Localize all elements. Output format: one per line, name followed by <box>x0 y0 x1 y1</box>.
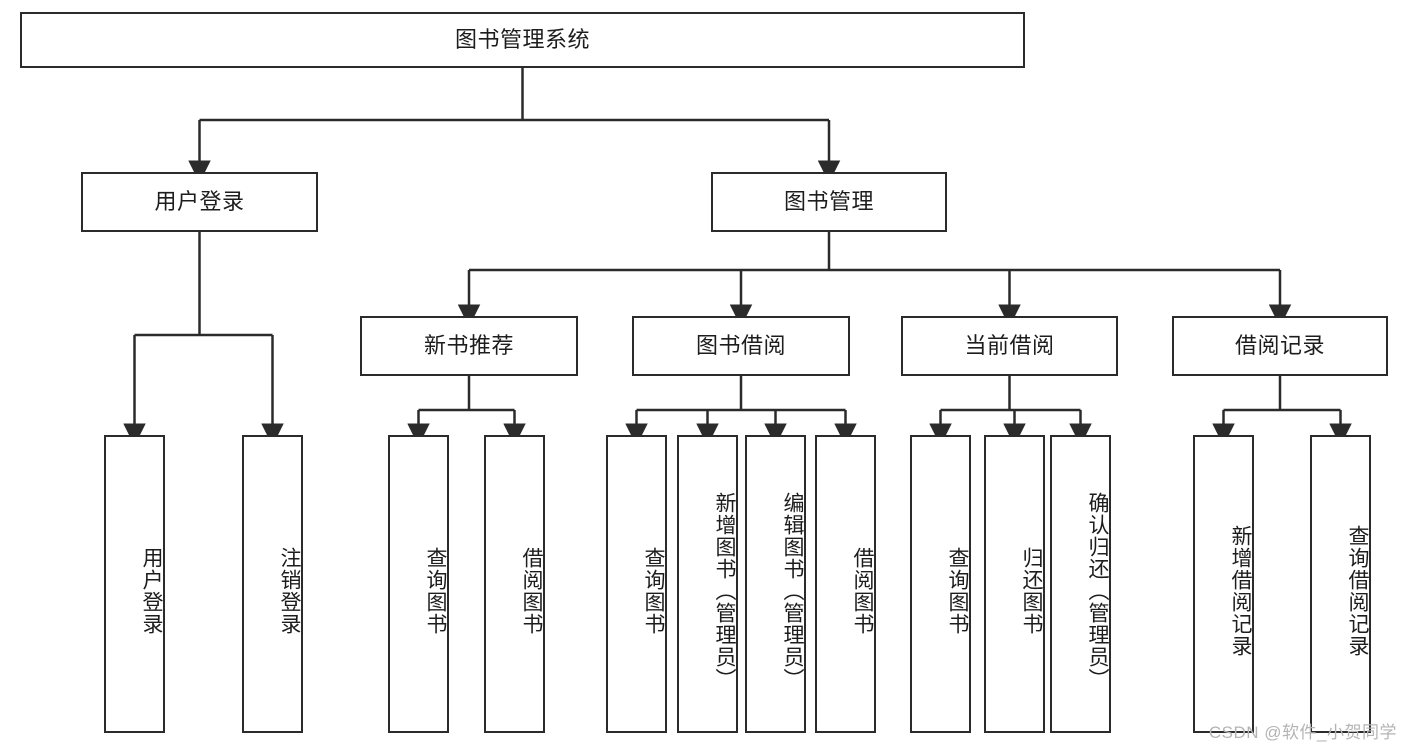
node-leaf-confirm-return[interactable]: 确认归还（管理员） <box>1050 435 1111 733</box>
node-leaf-return-book[interactable]: 归还图书 <box>984 435 1045 733</box>
node-label: 注销登录 <box>278 547 301 635</box>
node-book-manage[interactable]: 图书管理 <box>711 172 947 232</box>
node-label: 新增图书（管理员） <box>713 492 736 690</box>
node-borrow-record[interactable]: 借阅记录 <box>1172 316 1388 376</box>
node-leaf-add-record[interactable]: 新增借阅记录 <box>1193 435 1254 733</box>
node-leaf-add-book[interactable]: 新增图书（管理员） <box>677 435 738 733</box>
node-label: 图书借阅 <box>695 333 786 359</box>
node-label: 用户登录 <box>140 547 163 635</box>
node-label: 新书推荐 <box>423 333 514 359</box>
node-leaf-query-book-2[interactable]: 查询图书 <box>606 435 667 733</box>
node-label: 借阅记录 <box>1234 333 1325 359</box>
node-label: 借阅图书 <box>851 547 874 635</box>
node-label: 图书管理 <box>783 189 874 215</box>
node-user-login[interactable]: 用户登录 <box>81 172 318 232</box>
node-label: 确认归还（管理员） <box>1086 492 1109 690</box>
node-leaf-user-login[interactable]: 用户登录 <box>104 435 165 733</box>
node-label: 查询图书 <box>424 547 447 635</box>
node-label: 编辑图书（管理员） <box>781 492 804 690</box>
node-leaf-query-book-1[interactable]: 查询图书 <box>388 435 449 733</box>
node-leaf-borrow-book-1[interactable]: 借阅图书 <box>484 435 545 733</box>
node-label: 新增借阅记录 <box>1229 525 1252 657</box>
node-current-borrow[interactable]: 当前借阅 <box>901 316 1118 376</box>
node-root[interactable]: 图书管理系统 <box>20 12 1025 68</box>
node-label: 查询图书 <box>946 547 969 635</box>
node-label: 当前借阅 <box>964 333 1055 359</box>
node-leaf-borrow-book-2[interactable]: 借阅图书 <box>815 435 876 733</box>
node-label: 图书管理系统 <box>454 27 590 53</box>
node-leaf-query-book-3[interactable]: 查询图书 <box>910 435 971 733</box>
node-new-book-recommend[interactable]: 新书推荐 <box>360 316 578 376</box>
node-leaf-user-logout[interactable]: 注销登录 <box>242 435 303 733</box>
watermark: CSDN @软件_小贺同学 <box>1208 723 1397 742</box>
node-label: 归还图书 <box>1020 547 1043 635</box>
node-label: 用户登录 <box>154 189 245 215</box>
node-book-borrow[interactable]: 图书借阅 <box>632 316 850 376</box>
node-leaf-query-record[interactable]: 查询借阅记录 <box>1310 435 1371 733</box>
node-label: 查询图书 <box>642 547 665 635</box>
node-label: 查询借阅记录 <box>1346 525 1369 657</box>
node-label: 借阅图书 <box>520 547 543 635</box>
node-leaf-edit-book[interactable]: 编辑图书（管理员） <box>745 435 806 733</box>
